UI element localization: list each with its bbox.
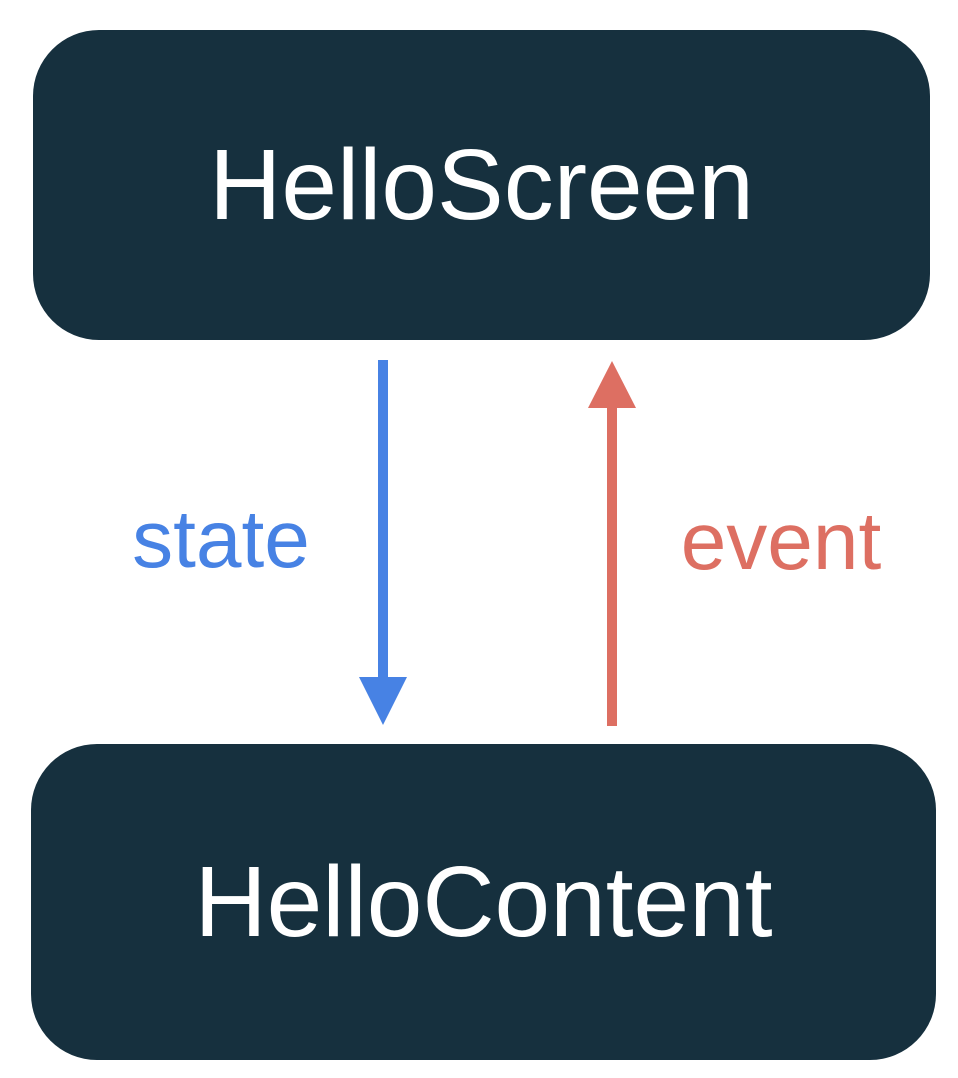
node-hello-screen-label: HelloScreen xyxy=(209,128,754,241)
state-arrow-down-icon xyxy=(359,360,407,725)
state-arrow-shaft xyxy=(378,360,388,682)
node-hello-content: HelloContent xyxy=(31,744,936,1060)
event-edge-label: event xyxy=(680,496,882,587)
event-arrow-up-icon xyxy=(588,361,636,726)
state-edge-label: state xyxy=(132,494,310,585)
state-arrow-head xyxy=(359,677,407,725)
event-arrow-shaft xyxy=(607,401,617,726)
event-arrow-head xyxy=(588,361,636,408)
node-hello-content-label: HelloContent xyxy=(194,845,773,958)
node-hello-screen: HelloScreen xyxy=(33,30,930,340)
